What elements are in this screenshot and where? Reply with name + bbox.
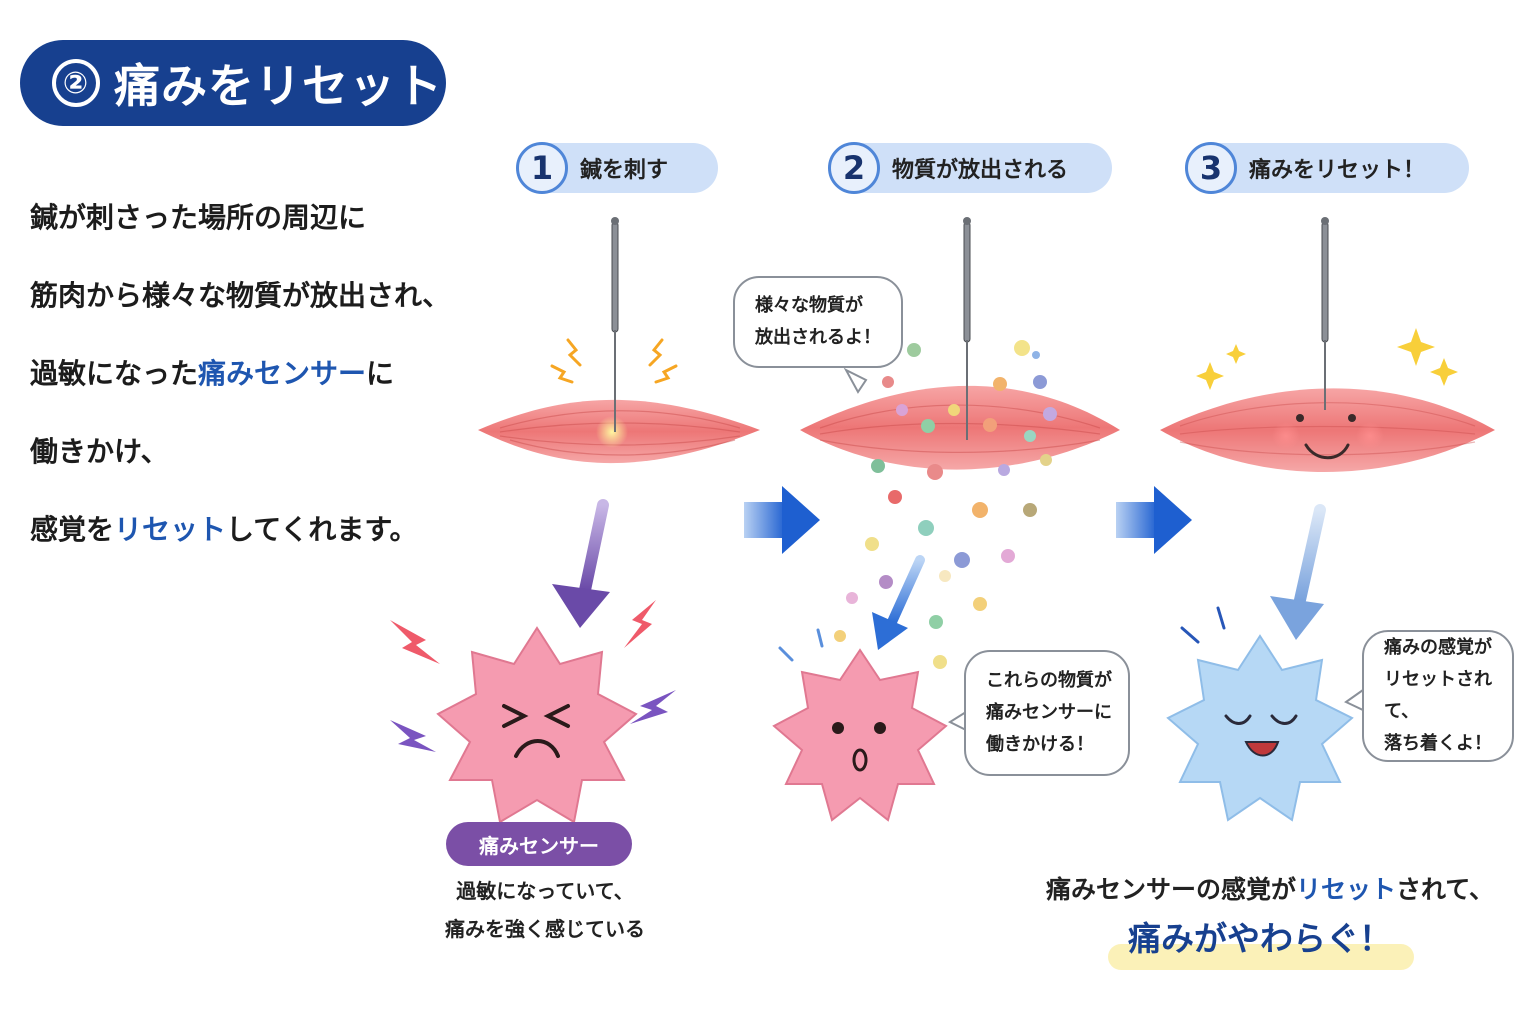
page-title: ② 痛みをリセット [20,40,446,126]
step-1-pill: 1 鍼を刺す [516,142,718,194]
conclusion-line-2: 痛みがやわらぐ！ [1128,919,1392,958]
description-line-4: 働きかけ、 [30,435,169,468]
title-number: ② [52,59,100,107]
step-3-number: 3 [1185,142,1237,194]
bubble-text: 落ち着くよ！ [1384,733,1492,754]
description-line-3: 過敏になった痛みセンサーに [30,352,394,392]
bubble-text: 様々な物質が [755,295,863,316]
sensor-caption: 過敏になっていて、 痛みを強く感じている [400,872,690,948]
description-text: に [366,357,395,390]
conclusion-text: されて、 [1396,875,1495,904]
lightning-bolts [390,600,676,752]
description-line-5: 感覚をリセットしてくれます。 [30,508,418,548]
bubble-work: これらの物質が 痛みセンサーに 働きかける！ [964,650,1130,776]
sensor-caption-line-2: 痛みを強く感じている [445,917,645,941]
conclusion-text: 痛みセンサーの感覚が [1045,875,1296,904]
muscle-1 [478,399,760,464]
arrow-right-1 [744,486,820,554]
step-3-pill: 3 痛みをリセット！ [1185,142,1469,194]
spark-lines [550,338,678,384]
description-text: 過敏になった [30,357,199,390]
conclusion-highlight: リセット [1295,875,1396,904]
title-text: 痛みをリセット [114,59,443,113]
needle-1 [611,217,619,432]
arrow-down-purple [552,499,610,628]
step-2-pill: 2 物質が放出される [828,142,1112,194]
muscle-3 [1160,388,1495,473]
arrow-down-blue [872,555,925,650]
step-2-label: 物質が放出される [892,158,1069,183]
bubble-release: 様々な物質が 放出されるよ！ [733,276,903,368]
highlight-band [1108,944,1414,970]
muscle-2 [800,385,1120,470]
bubble-tail-release [843,367,868,394]
highlight-pain-sensor: 痛みセンサー [198,357,367,390]
arrow-right-2 [1116,486,1192,554]
bubble-calm: 痛みの感覚が リセットされて、 落ち着くよ！ [1362,630,1514,762]
particles [834,340,1057,669]
bubble-text: 痛みセンサーに [986,702,1112,723]
conclusion-line-1: 痛みセンサーの感覚がリセットされて、 [1000,870,1536,906]
motion-lines-3 [1180,606,1226,644]
bubble-text: 痛みの感覚が [1384,637,1492,658]
bubble-text: これらの物質が [986,670,1112,691]
needle-3 [1321,217,1329,410]
pain-sensor-label: 痛みセンサー [446,822,632,866]
description-line-2: 筋肉から様々な物質が放出され、 [30,279,451,312]
step-2-number: 2 [828,142,880,194]
bubble-text: 働きかける！ [986,734,1094,755]
pain-sensor-surprised [772,648,948,822]
sensor-caption-line-1: 過敏になっていて、 [456,879,634,903]
needle-2 [963,217,971,440]
bubble-tail-calm [1344,688,1364,712]
description-text: 感覚を [30,513,115,546]
step-3-label: 痛みをリセット！ [1249,158,1426,183]
bubble-text: 放出されるよ！ [755,327,881,348]
description-line-1: 鍼が刺さった場所の周辺に [30,201,367,234]
step-1-number: 1 [516,142,568,194]
arrow-down-soft-blue [1270,504,1326,640]
step-1-label: 鍼を刺す [580,158,669,183]
highlight-reset: リセット [114,513,227,546]
bubble-text: リセットされて、 [1384,669,1492,722]
sparkle-stars [1196,328,1458,390]
pain-sensor-calm [1166,634,1354,822]
motion-lines-2 [778,628,824,662]
description-text: してくれます。 [226,513,418,546]
pain-sensor-angry [436,626,638,824]
